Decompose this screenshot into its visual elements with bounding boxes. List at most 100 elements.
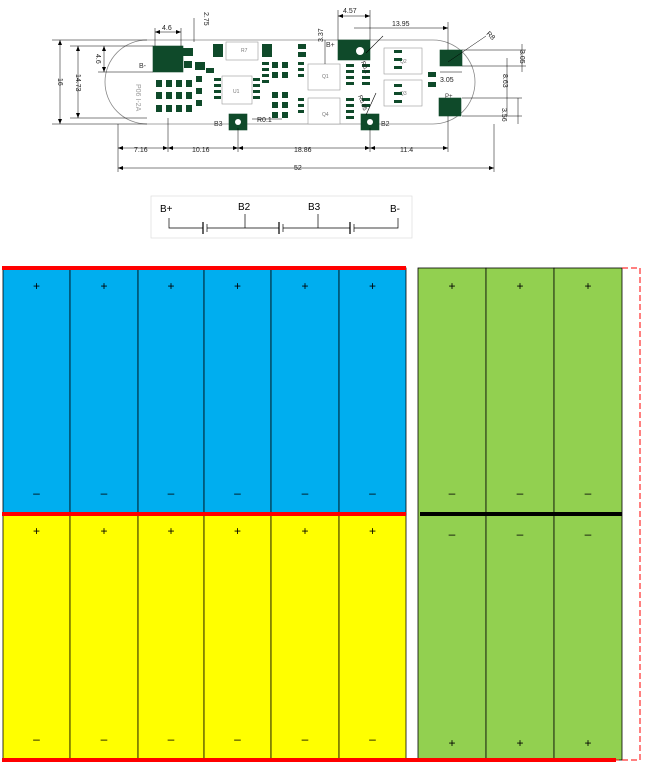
- pad-small: [184, 61, 192, 68]
- component-q4: [307, 97, 341, 125]
- cell-yellow: [2, 513, 71, 761]
- cell-plus-label: +: [369, 279, 376, 293]
- pad-p-plus: [438, 97, 462, 117]
- pad-grid-middle: [272, 44, 306, 118]
- cell-plus-label: +: [516, 279, 523, 293]
- cell-minus-label: –: [449, 527, 456, 541]
- dim-bottom-52: 52: [294, 165, 302, 172]
- wiring-box: [150, 195, 413, 239]
- wiring-line: [354, 218, 399, 229]
- cell-plus-label: +: [448, 279, 455, 293]
- cell-yellow: [69, 513, 139, 761]
- cell-minus-label: –: [168, 732, 175, 746]
- pad-p-plus-label: P+: [445, 94, 453, 100]
- cell-minus-label: –: [302, 732, 309, 746]
- cell-plus-label: +: [167, 279, 174, 293]
- cell-minus-label: –: [101, 732, 108, 746]
- cell-minus-label: –: [585, 527, 592, 541]
- cell-plus-label: +: [234, 524, 241, 538]
- cell-plus-label: +: [301, 524, 308, 538]
- cell-minus-label: –: [517, 527, 524, 541]
- cell-yellow: [338, 513, 407, 761]
- pad-b-plus-label: B+: [326, 42, 335, 49]
- cell-blue: [2, 267, 71, 515]
- dim-top-4-57: 4.57: [343, 8, 357, 15]
- dim-bottom-18-86: 18.86: [294, 147, 312, 154]
- pad-small: [195, 62, 205, 70]
- pad-b2-hole: [367, 119, 373, 125]
- pad-b-plus-hole: [356, 47, 364, 55]
- cell-minus-label: –: [369, 486, 376, 500]
- cell-minus-label: –: [585, 486, 592, 500]
- q-pins: [346, 64, 370, 119]
- pad-right-top: [439, 49, 463, 67]
- dim-bottom-7-16: 7.16: [134, 147, 148, 154]
- pad-b-plus: [337, 39, 371, 61]
- cell-plus-label: +: [584, 279, 591, 293]
- pad-grid-left: [156, 68, 214, 112]
- resistor-label-bp: R0.1: [359, 61, 369, 76]
- wiring-label-b3: B3: [308, 202, 321, 213]
- component-q3-label: Q3: [400, 91, 407, 97]
- dim-bottom-11-4: 11.4: [400, 147, 413, 154]
- cell-grid: +–+–+–+–+–+–+–+–+–+–+–+–+––++––++––+: [2, 266, 641, 762]
- pad-b3-hole: [235, 119, 241, 125]
- dim-right-8-63: 8.63: [501, 74, 508, 88]
- dimension-arrows: [58, 14, 494, 170]
- cell-plus-label: +: [100, 279, 107, 293]
- cell-yellow: [203, 513, 272, 761]
- dimension-lines: [52, 10, 526, 172]
- dim-right-3-05-h: 3.05: [440, 77, 454, 84]
- cell-plus-label: +: [301, 279, 308, 293]
- cell-minus-label: –: [168, 486, 175, 500]
- cell-minus-label: –: [302, 486, 309, 500]
- pad-small: [213, 44, 223, 57]
- cell-plus-label: +: [448, 736, 455, 750]
- resistor-label-b2: R0.55: [356, 95, 367, 113]
- cell-minus-label: –: [33, 486, 40, 500]
- cell-plus-label: +: [167, 524, 174, 538]
- cell-minus-label: –: [449, 486, 456, 500]
- pad-b2-label: B2: [381, 121, 390, 128]
- pad-small: [262, 44, 272, 57]
- component-q2-label: Q2: [400, 59, 407, 65]
- component-q2: [383, 47, 423, 75]
- dimension-texts: 4.6 2.75 4.6 4.57 13.95 3.37 R8 3.05 3.0…: [56, 8, 525, 172]
- dim-right-r8: R8: [485, 30, 496, 41]
- cell-minus-label: –: [517, 486, 524, 500]
- cell-plus-label: +: [516, 736, 523, 750]
- dim-left-14-73: 14.73: [74, 74, 81, 92]
- component-r7-label: R7: [241, 48, 248, 54]
- wiring-label-b-plus: B+: [160, 204, 173, 215]
- dim-right-3-05-v: 3.05: [518, 50, 525, 64]
- component-q1-label: Q1: [322, 74, 329, 80]
- q23-pins: [394, 50, 436, 103]
- cell-plus-label: +: [234, 279, 241, 293]
- cell-minus-label: –: [234, 486, 241, 500]
- wiring-schematic: B+ B2 B3 B-: [150, 195, 413, 239]
- cell-plus-label: +: [100, 524, 107, 538]
- dim-top-2-75: 2.75: [202, 12, 209, 26]
- wiring-label-b2: B2: [238, 202, 251, 213]
- component-q1: [307, 63, 341, 91]
- cell-minus-label: –: [33, 732, 40, 746]
- cell-yellow: [137, 513, 205, 761]
- cell-minus-label: –: [369, 732, 376, 746]
- cell-yellow: [270, 513, 340, 761]
- cell-blue: [270, 267, 340, 515]
- cell-plus-label: +: [33, 524, 40, 538]
- cell-blue: [69, 267, 139, 515]
- leader-line: [365, 92, 377, 116]
- dim-mid-3-37: 3.37: [318, 28, 325, 42]
- component-q4-label: Q4: [322, 112, 329, 118]
- board-text: P06 I-2A: [134, 84, 141, 112]
- component-u1: [221, 75, 253, 105]
- cell-plus-label: +: [33, 279, 40, 293]
- dim-right-3-56: 3.56: [500, 108, 507, 122]
- pad-small: [183, 48, 193, 56]
- resistor-label-b3: R0.1: [257, 117, 272, 124]
- component-r7: [225, 41, 259, 61]
- cell-blue: [137, 267, 205, 515]
- pcb-drawing: B- R7 U1: [52, 8, 526, 172]
